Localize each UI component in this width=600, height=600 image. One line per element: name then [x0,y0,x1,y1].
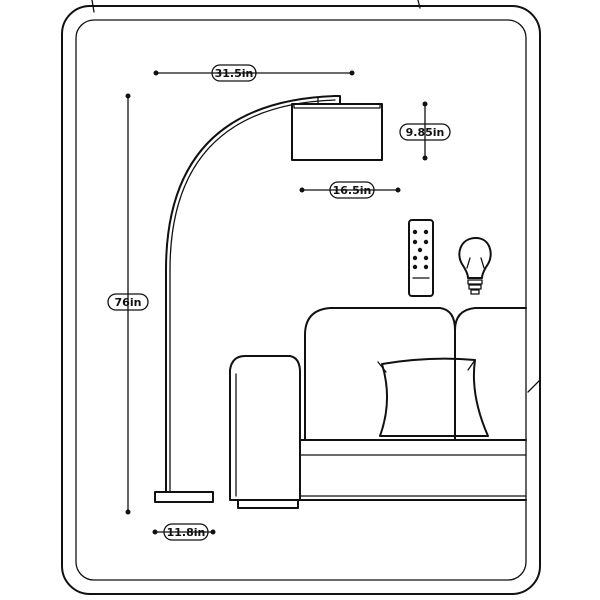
dimension-total-height-label: 76in [115,296,142,309]
dimension-arm-reach: 31.5in [153,64,355,82]
dimension-shade-width: 16.5in [299,181,401,199]
dimension-shade-height-label: 9.85in [406,126,445,139]
dimension-shade-height: 9.85in [399,101,451,161]
dimension-base-width: 11.8in [152,523,216,541]
dimension-shade-width-label: 16.5in [333,184,372,197]
sofa-illustration [229,307,541,509]
arc-floor-lamp [154,95,383,503]
lamp-shade [291,103,383,161]
dimension-base-width-label: 11.8in [167,526,206,539]
remote-control-icon [408,219,434,297]
inner-frame [75,19,527,581]
outer-frame [61,5,541,595]
light-bulb-icon [458,237,492,295]
lamp-base [154,491,214,503]
dimension-total-height: 76in [107,93,149,515]
dimension-arm-reach-label: 31.5in [215,67,254,80]
